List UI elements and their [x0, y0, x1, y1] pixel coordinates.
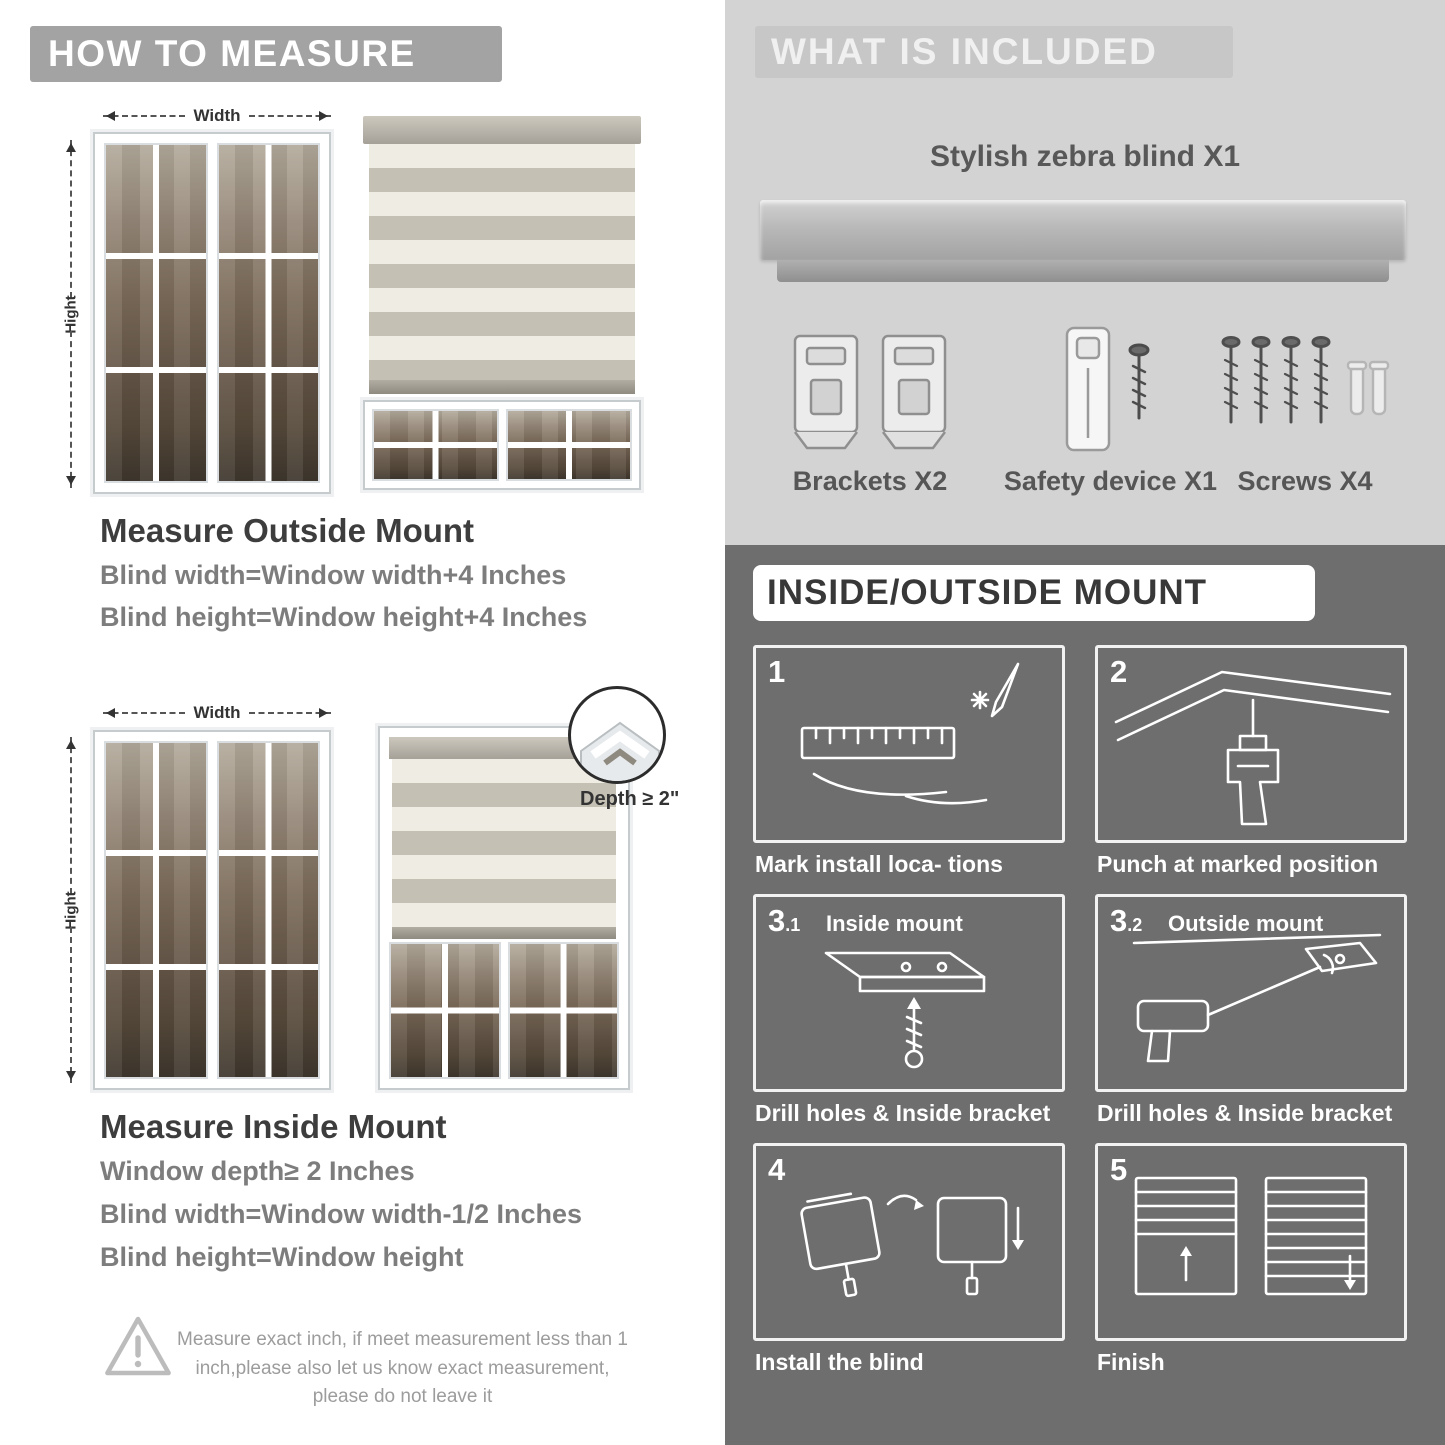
height-arrow-outside: Hight [62, 140, 80, 488]
step-finish: 5 Finish [1095, 1143, 1407, 1376]
step-install-blind: 4 [753, 1143, 1065, 1376]
arrow-line [66, 926, 76, 1083]
depth-detail-circle [568, 686, 666, 784]
window-sash [216, 143, 320, 483]
window-sash [104, 143, 208, 483]
zebra-blind-headrail-illustration [760, 200, 1406, 260]
window-sash [216, 741, 320, 1079]
product-label: Stylish zebra blind X1 [929, 140, 1241, 173]
window-sash [389, 942, 501, 1079]
outside-mount-blind-illustration [363, 116, 641, 490]
step-title: Inside mount [826, 911, 963, 936]
width-arrow-outside: Width [103, 106, 331, 126]
inside-width-formula: Blind width=Window width-1/2 Inches [100, 1199, 583, 1229]
height-arrow-inside: Hight [62, 737, 80, 1083]
step-caption: Drill holes & Inside bracket [755, 1100, 1051, 1126]
window-under-blind [363, 400, 641, 490]
bare-window-illustration [93, 132, 331, 494]
inside-mount-title: Measure Inside Mount [100, 1108, 447, 1145]
step-box: 5 [1095, 1143, 1407, 1341]
mount-instructions-section: INSIDE/OUTSIDE MOUNT 1 Mark install loca… [725, 545, 1445, 1445]
step-number: 4 [768, 1152, 786, 1187]
blind-bottom-rail [392, 927, 616, 939]
window-frame [389, 737, 619, 1079]
mount-steps-grid: 1 Mark install loca- tions 2 [753, 645, 1407, 1376]
inside-depth-rule: Window depth≥ 2 Inches [100, 1156, 415, 1186]
height-label: Hight [62, 890, 80, 930]
width-arrow-inside: Width [103, 703, 331, 723]
measurement-note: Measure exact inch, if meet measurement … [177, 1329, 628, 1407]
bare-window-illustration [93, 730, 331, 1090]
step-box: 3.1 Inside mount [753, 894, 1065, 1092]
step-caption: Install the blind [755, 1349, 924, 1375]
window-sash [372, 409, 499, 481]
screws-icon [1221, 336, 1390, 424]
safety-device-label: Safety device X1 [1003, 466, 1218, 496]
install-blind-icon [800, 1192, 1024, 1298]
warning-icon [105, 1316, 171, 1376]
brackets-label: Brackets X2 [792, 466, 948, 496]
zebra-blind-headrail-lip [777, 260, 1389, 282]
mount-section-header: INSIDE/OUTSIDE MOUNT [753, 565, 1315, 621]
arrow-line [248, 111, 331, 121]
frame-corner-zoom-icon [580, 721, 660, 781]
width-label: Width [193, 106, 241, 125]
inside-mount-blind-illustration [378, 726, 630, 1090]
zebra-shade [369, 144, 635, 380]
outside-width-formula: Blind width=Window width+4 Inches [100, 560, 567, 590]
outside-bracket-drill-icon [1132, 933, 1382, 1063]
step-outside-mount-bracket: 3.2 Outside mount Drill holes & Inside b… [1095, 894, 1407, 1127]
screws-label: Screws X4 [1237, 466, 1373, 496]
step-number: 1 [768, 654, 786, 689]
depth-requirement-label: Depth ≥ 2" [580, 788, 680, 810]
ruler-mark-icon [800, 662, 1020, 805]
step-box: 4 [753, 1143, 1065, 1341]
height-label: Hight [62, 294, 80, 334]
step-caption: Mark install loca- tions [755, 851, 1003, 877]
outside-height-formula: Blind height=Window height+4 Inches [100, 602, 588, 632]
window-sash [505, 409, 632, 481]
blind-bottom-rail [369, 380, 635, 394]
window-sash [507, 942, 619, 1079]
inside-bracket-screw-icon [824, 951, 986, 1069]
finish-blinds-icon [1134, 1176, 1368, 1296]
arrow-line [103, 111, 186, 121]
arrow-line [66, 737, 76, 894]
bracket-icon [793, 334, 947, 450]
inside-height-formula: Blind height=Window height [100, 1242, 464, 1272]
step-inside-mount-bracket: 3.1 Inside mount Drill holes & Inside br… [753, 894, 1065, 1127]
step-box: 2 [1095, 645, 1407, 843]
zebra-shade [392, 759, 616, 927]
step-number: 3.2 [1110, 903, 1143, 938]
what-is-included-header: WHAT IS INCLUDED [755, 26, 1233, 78]
blind-cassette [389, 737, 619, 759]
arrow-line [66, 330, 76, 488]
step-number: 3.1 [768, 903, 801, 938]
step-caption: Punch at marked position [1097, 851, 1379, 877]
step-number: 2 [1110, 654, 1128, 689]
outside-mount-title: Measure Outside Mount [100, 512, 475, 549]
step-box: 3.2 Outside mount [1095, 894, 1407, 1092]
how-to-measure-header: HOW TO MEASURE [30, 26, 502, 82]
step-mark-locations: 1 Mark install loca- tions [753, 645, 1065, 878]
width-label: Width [193, 703, 241, 722]
step-caption: Drill holes & Inside bracket [1097, 1100, 1393, 1126]
step-title: Outside mount [1168, 911, 1324, 936]
drill-icon [1114, 670, 1392, 826]
arrow-line [103, 708, 186, 718]
step-caption: Finish [1097, 1349, 1165, 1375]
arrow-line [66, 140, 76, 298]
arrow-line [248, 708, 331, 718]
what-is-included-section: WHAT IS INCLUDED Stylish zebra blind X1 [725, 0, 1445, 545]
step-punch-position: 2 Punch at marked position [1095, 645, 1407, 878]
step-box: 1 [753, 645, 1065, 843]
blind-cassette [363, 116, 641, 144]
window-sash [104, 741, 208, 1079]
window-glass [389, 942, 619, 1079]
step-number: 5 [1110, 1152, 1128, 1187]
safety-device-icon [1065, 326, 1150, 452]
